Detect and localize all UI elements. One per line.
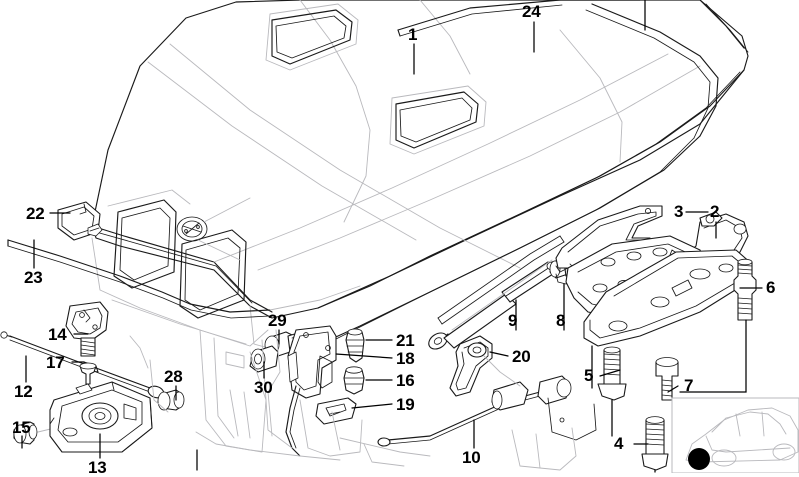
callout-28: 28 [164,367,183,386]
callout-8: 8 [556,311,566,330]
callout-12: 12 [14,382,33,401]
callout-15: 15 [12,418,31,437]
catch-hook-bracket [65,301,109,357]
callout-14: 14 [48,325,67,344]
callout-13: 13 [88,458,107,477]
callout-2: 2 [710,202,720,221]
hex-bolt-4 [641,416,669,471]
hood-vent-right [389,85,487,155]
callout-10: 10 [462,448,481,467]
callout-21: 21 [396,331,415,350]
sealing-strip-rear [397,0,641,37]
support-bracket-18 [285,325,337,457]
vehicle-location-inset [671,397,799,473]
callout-24: 24 [522,2,541,21]
callout-22: 22 [26,204,45,223]
rubber-buffer-stop [13,419,89,445]
callout-19: 19 [396,395,415,414]
release-cable-10 [377,355,572,447]
stud-bolt-6 [733,258,757,321]
callout-29: 29 [268,311,287,330]
callout-6: 6 [766,278,776,297]
sealing-strip-front [7,239,361,319]
hood-lock-assembly [49,381,153,453]
washer-bolt-30 [249,345,279,373]
callout-7: 7 [684,376,694,395]
callout-18: 18 [396,349,415,368]
leader-lines [21,0,763,473]
hood-surface-creases [147,0,701,271]
hood-vent-left [265,3,359,71]
callout-23: 23 [24,268,43,287]
callout-17: 17 [46,353,65,372]
cable-lock-bracket [547,397,597,441]
rubber-grommet-16 [343,366,365,395]
callout-4: 4 [614,434,624,453]
flange-screw-5 [597,346,627,401]
callout-20: 20 [512,347,531,366]
sealing-strip-rear-right [313,3,719,351]
cable-lever-20 [449,335,493,397]
body-structure-faint [129,329,431,467]
callout-30: 30 [254,378,273,397]
hood-pad-clip [57,201,103,241]
callout-16: 16 [396,371,415,390]
callout-1: 1 [408,25,418,44]
kidney-grille [107,189,247,319]
callout-9: 9 [508,311,518,330]
strut-rail [437,235,565,325]
stop-screw-17 [79,362,97,385]
buffer-stop-28 [157,389,185,411]
callout-5: 5 [584,366,594,385]
body-structure-right-faint [511,427,577,471]
callout-3: 3 [674,202,684,221]
retaining-clip-19 [315,397,357,425]
hinge-mount-plate [583,249,753,347]
hood-roundel-emblem [176,197,251,261]
